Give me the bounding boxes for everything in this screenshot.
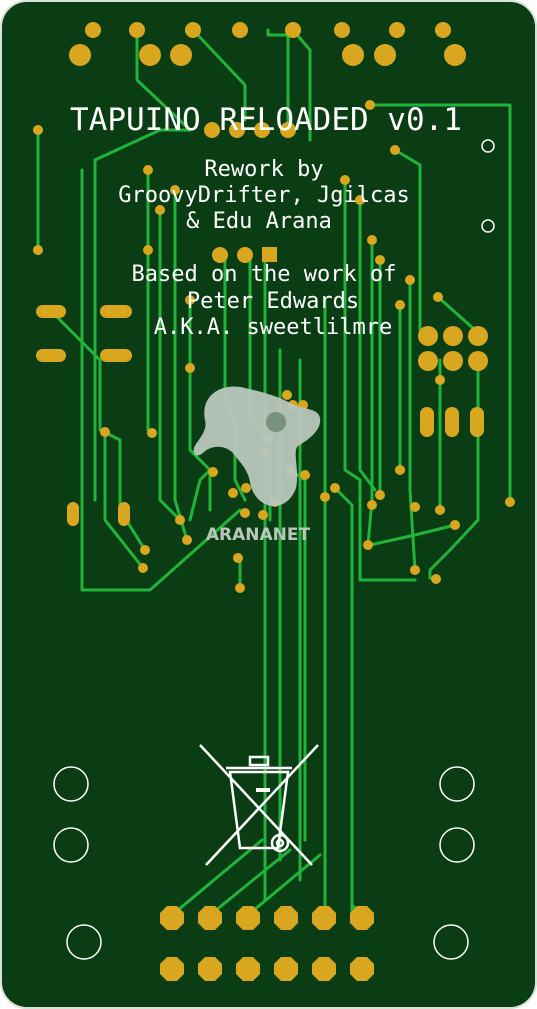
pad <box>85 22 101 38</box>
pad <box>212 247 228 263</box>
hole <box>481 219 495 233</box>
pad <box>204 122 220 138</box>
edge-connector-pads <box>160 906 374 981</box>
oblong-pad <box>420 407 434 437</box>
hole <box>433 924 469 960</box>
pad <box>139 44 161 66</box>
weee-crossed-bin-icon <box>199 744 319 866</box>
hole <box>439 766 475 802</box>
oblong-pad <box>100 349 132 362</box>
pad <box>334 22 350 38</box>
pad <box>374 44 396 66</box>
pad <box>69 44 91 66</box>
credit-line-6: Peter Edwards <box>187 289 359 314</box>
hole <box>53 766 89 802</box>
pad <box>229 122 245 138</box>
right-pad-cluster <box>418 326 488 437</box>
hole <box>66 924 102 960</box>
left-slot-pads <box>36 305 132 526</box>
credit-line-2: GroovyDrifter, Jgilcas <box>118 183 409 208</box>
hole <box>481 139 495 153</box>
credit-line-7: A.K.A. sweetlilmre <box>154 315 392 340</box>
pad <box>443 326 463 346</box>
oblong-pad <box>67 502 79 526</box>
pad <box>232 22 248 38</box>
pad <box>435 22 451 38</box>
credit-line-3: & Edu Arana <box>186 209 332 234</box>
pad <box>468 326 488 346</box>
credit-line-5: Based on the work of <box>132 262 397 287</box>
pad <box>418 326 438 346</box>
pad <box>254 122 270 138</box>
pad <box>418 351 438 371</box>
pad <box>468 351 488 371</box>
oblong-pad <box>445 407 459 437</box>
oblong-pad <box>36 349 66 362</box>
pad <box>185 22 201 38</box>
arananet-mascot-logo <box>193 386 321 507</box>
credit-line-1: Rework by <box>204 157 323 182</box>
oblong-pad <box>118 502 130 526</box>
pad-square <box>262 247 277 262</box>
oblong-pad <box>36 305 66 318</box>
logo-wordmark: ARANANET <box>206 525 311 545</box>
mounting-holes <box>53 139 495 960</box>
pad <box>129 22 145 38</box>
pad <box>444 44 466 66</box>
switch-pads <box>204 122 296 263</box>
board-title: TAPUINO RELOADED v0.1 <box>70 102 462 138</box>
pad <box>443 351 463 371</box>
hole <box>53 827 89 863</box>
pad <box>170 44 192 66</box>
hole <box>439 827 475 863</box>
pad <box>285 22 301 38</box>
pad <box>237 247 253 263</box>
oblong-pad <box>100 305 132 318</box>
top-header-pads <box>69 22 466 66</box>
pad <box>389 22 405 38</box>
pad <box>342 44 364 66</box>
pad <box>280 122 296 138</box>
oblong-pad <box>470 407 484 437</box>
